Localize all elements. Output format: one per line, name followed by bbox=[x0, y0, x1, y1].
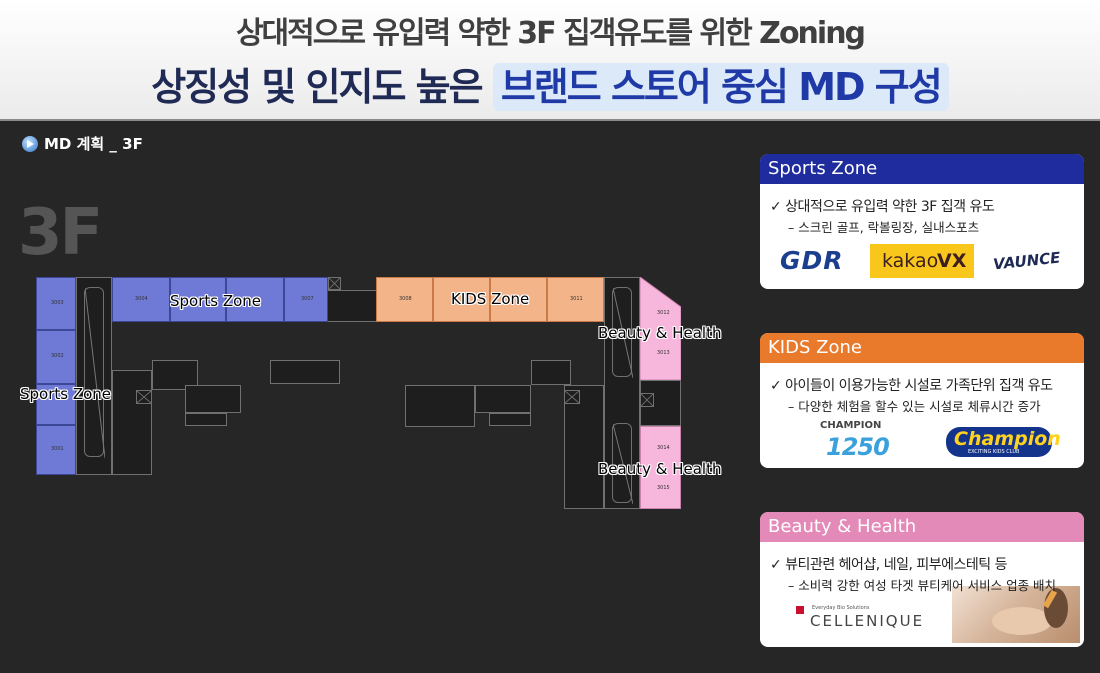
unit-kids-3[interactable] bbox=[490, 277, 547, 322]
unit-kids-2[interactable] bbox=[433, 277, 490, 322]
champion-logo: Champion EXCITING KIDS CLUB bbox=[946, 427, 1061, 457]
zone-label-sports-left: Sports Zone bbox=[20, 385, 112, 403]
interior-block bbox=[531, 360, 571, 385]
champion-1250-logo: 1250 bbox=[826, 433, 890, 461]
card-beauty-detail: – 소비력 강한 여성 타겟 뷰티케어 서비스 업종 배치 bbox=[788, 578, 1057, 593]
unit-number: 3007 bbox=[301, 296, 314, 302]
unit-3001[interactable]: 3001 bbox=[36, 425, 76, 475]
unit-3002[interactable]: 3002 bbox=[36, 330, 76, 384]
zone-label-beauty-top: Beauty & Health bbox=[598, 324, 722, 342]
interior-block bbox=[405, 385, 475, 427]
card-sports-title: Sports Zone bbox=[760, 154, 1084, 184]
corridor-right bbox=[564, 385, 604, 509]
unit-3003[interactable]: 3003 bbox=[36, 277, 76, 330]
main-title-highlight: 브랜드 스토어 중심 MD 구성 bbox=[492, 63, 949, 111]
arrow-bullet-icon bbox=[22, 135, 38, 152]
unit-number: 3003 bbox=[51, 300, 64, 306]
unit-number: 3013 bbox=[657, 350, 670, 356]
section-label-text: MD 계획 _ 3F bbox=[44, 135, 143, 153]
champion-1250-logo-top: CHAMPION bbox=[820, 420, 882, 431]
unit-sports-top-2[interactable] bbox=[170, 277, 226, 322]
card-kids-point: ✓ 아이들이 이용가능한 시설로 가족단위 집객 유도 bbox=[770, 378, 1053, 394]
card-beauty: Beauty & Health ✓ 뷰티관련 헤어샵, 네일, 피부에스테틱 등… bbox=[760, 512, 1084, 647]
card-beauty-title: Beauty & Health bbox=[760, 512, 1084, 542]
unit-sports-left-mid[interactable] bbox=[36, 384, 76, 425]
corridor-top bbox=[328, 290, 376, 322]
card-kids-title: KIDS Zone bbox=[760, 333, 1084, 363]
card-beauty-point: ✓ 뷰티관련 헤어샵, 네일, 피부에스테틱 등 bbox=[770, 557, 1007, 573]
unit-3011[interactable]: 3011 bbox=[547, 277, 604, 322]
subtitle: 상대적으로 유입력 약한 3F 집객유도를 위한 Zoning bbox=[235, 16, 866, 51]
unit-3012[interactable] bbox=[640, 277, 681, 380]
card-kids-detail: – 다양한 체험을 할수 있는 시설로 체류시간 증가 bbox=[788, 399, 1041, 414]
unit-number: 3002 bbox=[51, 353, 64, 359]
card-sports-point: ✓ 상대적으로 유입력 약한 3F 집객 유도 bbox=[770, 199, 995, 215]
unit-3007[interactable]: 3007 bbox=[284, 277, 328, 322]
interior-block bbox=[489, 413, 531, 426]
cellenique-logo: CELLENIQUE bbox=[810, 612, 925, 630]
floor-plan: 3003 3002 3001 3004 3007 3008 3011 3012 … bbox=[0, 255, 740, 525]
interior-block bbox=[475, 385, 531, 413]
void-box bbox=[640, 393, 654, 407]
zone-label-beauty-bottom: Beauty & Health bbox=[598, 460, 722, 478]
unit-sports-top-3[interactable] bbox=[226, 277, 284, 322]
unit-number: 3014 bbox=[657, 445, 670, 451]
section-label: MD 계획 _ 3F bbox=[22, 133, 143, 154]
escalator-right-bottom bbox=[612, 423, 633, 504]
unit-3014[interactable]: 3014 3015 bbox=[640, 426, 681, 509]
escalator-right-top bbox=[612, 287, 633, 378]
unit-number: 3001 bbox=[51, 446, 64, 452]
escalator-left bbox=[84, 287, 105, 458]
kakao-vx-logo: kakao VX bbox=[870, 244, 974, 278]
unit-number: 3011 bbox=[570, 296, 583, 302]
void-box bbox=[328, 277, 341, 290]
beauty-spa-photo bbox=[952, 586, 1080, 643]
kakao-vx-logo-text: VX bbox=[937, 250, 967, 272]
kakao-vx-logo-text: kakao bbox=[882, 250, 939, 272]
zone-label-kids: KIDS Zone bbox=[451, 290, 530, 308]
unit-number: 3012 bbox=[657, 310, 670, 316]
champion-logo-sub: EXCITING KIDS CLUB bbox=[968, 449, 1020, 455]
corridor-left bbox=[112, 370, 152, 475]
main-title-prefix: 상징성 및 인지도 높은 bbox=[151, 65, 483, 109]
card-sports-detail: – 스크린 골프, 락볼링장, 실내스포츠 bbox=[788, 220, 980, 235]
cellenique-logo-tag: Everyday Bio Solutions bbox=[812, 605, 870, 611]
main-title: 상징성 및 인지도 높은 브랜드 스토어 중심 MD 구성 bbox=[0, 56, 1100, 111]
floor-label: 3F bbox=[18, 196, 103, 270]
unit-3004[interactable]: 3004 bbox=[112, 277, 170, 322]
interior-block bbox=[270, 360, 340, 384]
card-kids: KIDS Zone ✓ 아이들이 이용가능한 시설로 가족단위 집객 유도 – … bbox=[760, 333, 1084, 468]
card-sports: Sports Zone ✓ 상대적으로 유입력 약한 3F 집객 유도 – 스크… bbox=[760, 154, 1084, 289]
unit-number: 3015 bbox=[657, 485, 670, 491]
cellenique-mark-icon bbox=[796, 606, 804, 614]
interior-block bbox=[185, 413, 227, 426]
void-box bbox=[136, 390, 152, 404]
header-banner: 상대적으로 유입력 약한 3F 집객유도를 위한 Zoning 상징성 및 인지… bbox=[0, 0, 1100, 121]
unit-number: 3008 bbox=[399, 296, 412, 302]
void-box bbox=[564, 390, 580, 404]
vaunce-logo: VAUNCE bbox=[992, 248, 1062, 274]
gdr-logo: GDR bbox=[780, 246, 844, 275]
unit-3008[interactable]: 3008 bbox=[376, 277, 433, 322]
interior-block bbox=[185, 385, 241, 413]
unit-number: 3004 bbox=[135, 296, 148, 302]
zone-label-sports-top: Sports Zone bbox=[170, 292, 262, 310]
champion-logo-text: Champion bbox=[954, 428, 1061, 450]
